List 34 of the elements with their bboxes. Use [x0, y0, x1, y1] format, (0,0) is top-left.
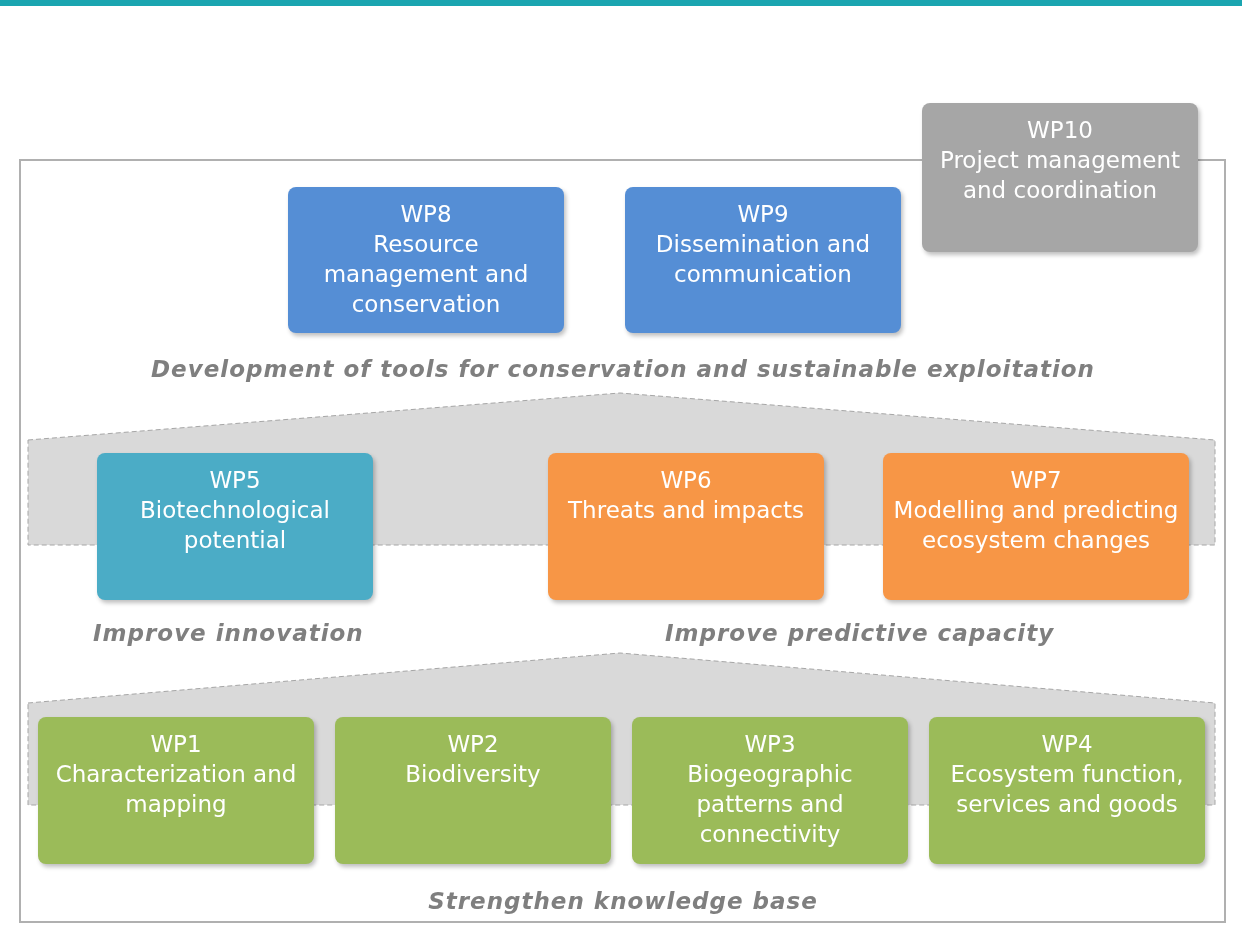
- work-package-number: WP2: [447, 730, 499, 759]
- tier-caption: Strengthen knowledge base: [428, 888, 818, 914]
- work-package-card: [288, 187, 564, 333]
- tier-caption: Development of tools for conservation and sustainable exploitation: [151, 356, 1095, 382]
- work-package-title: Biodiversity: [405, 760, 541, 789]
- work-package-title: Project management and coordination: [938, 146, 1182, 205]
- work-package-card: [922, 103, 1198, 252]
- work-package-card: [929, 717, 1205, 864]
- work-package-number: WP5: [209, 466, 261, 495]
- work-package-number: WP9: [737, 200, 789, 229]
- work-package-card: [625, 187, 901, 333]
- work-package-number: WP10: [1027, 116, 1093, 145]
- work-package-number: WP7: [1010, 466, 1062, 495]
- work-package-number: WP8: [400, 200, 452, 229]
- tier-caption: Improve predictive capacity: [665, 620, 1055, 646]
- work-package-card: [548, 453, 824, 600]
- work-package-number: WP1: [150, 730, 202, 759]
- work-package-title: Biotechnological potential: [139, 496, 331, 555]
- work-package-title: Biogeographic patterns and connectivity: [686, 760, 854, 849]
- work-package-number: WP3: [744, 730, 796, 759]
- work-package-number: WP4: [1041, 730, 1093, 759]
- work-package-card: [335, 717, 611, 864]
- work-package-title: Modelling and predicting ecosystem changes: [892, 496, 1180, 555]
- work-package-title: Resource management and conservation: [322, 230, 530, 319]
- work-package-card: [97, 453, 373, 600]
- tier-caption: Improve innovation: [93, 620, 364, 646]
- work-package-title: Characterization and mapping: [54, 760, 298, 819]
- work-package-title: Ecosystem function, services and goods: [949, 760, 1185, 819]
- work-package-card: [38, 717, 314, 864]
- work-package-card: [883, 453, 1189, 600]
- work-package-title: Dissemination and communication: [654, 230, 872, 289]
- work-package-card: [632, 717, 908, 864]
- work-package-number: WP6: [660, 466, 712, 495]
- work-package-title: Threats and impacts: [568, 496, 804, 525]
